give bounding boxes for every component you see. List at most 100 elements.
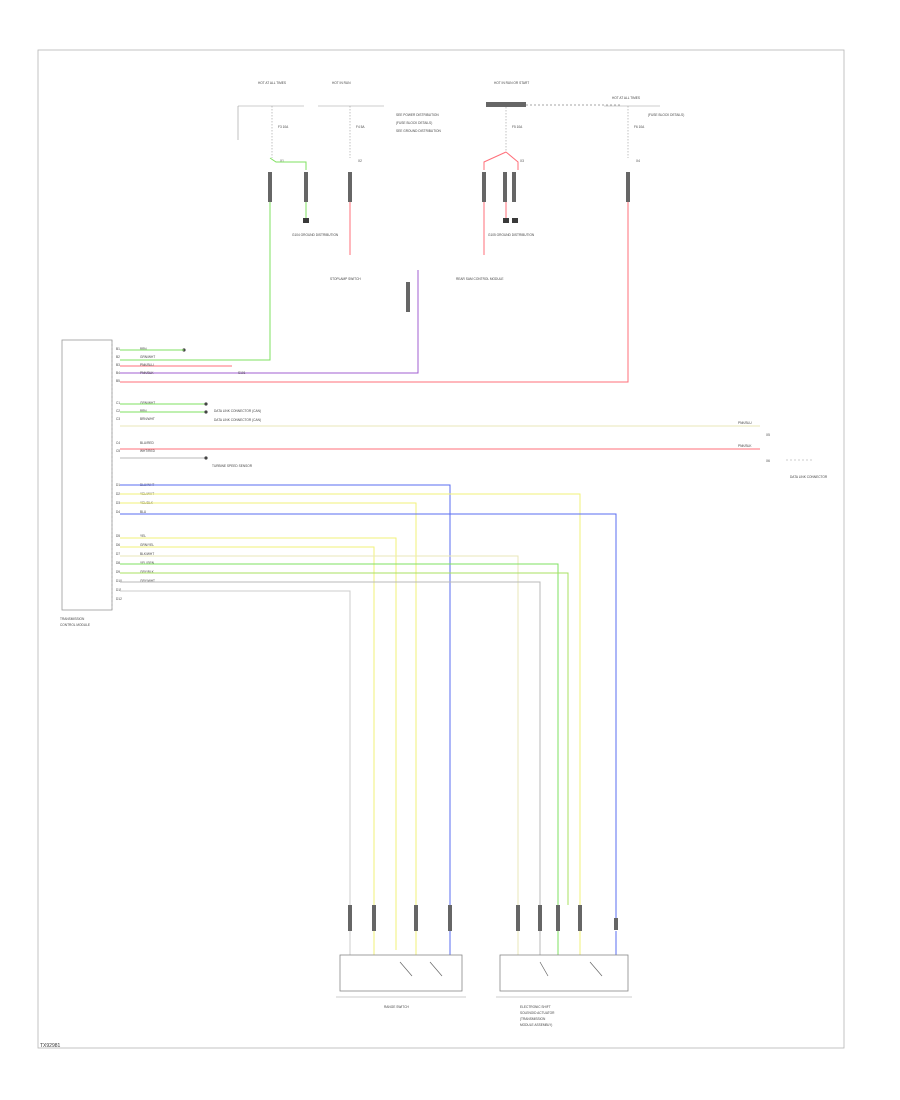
pin-label: D3 (116, 501, 120, 505)
fuse-3-rating: F5 10A (512, 125, 523, 129)
brake-switch-label: STOPLAMP SWITCH (330, 277, 361, 281)
actuator-label-2: SOLENOID ACTUATOR (520, 1011, 555, 1015)
right-connector-label: DATA LINK CONNECTOR (790, 475, 828, 479)
right-pin-1: X5 (766, 433, 770, 437)
pin-label: B3 (116, 363, 120, 367)
wire-purple (120, 270, 419, 374)
pin-label: C5 (116, 449, 120, 453)
wire-tag: BRN/WHT (140, 417, 155, 421)
fuse-block-4-title: HOT AT ALL TIMES (612, 96, 640, 100)
top-wires (120, 202, 629, 383)
pin-label: B4 (116, 371, 120, 375)
wire-tag: GRY/BLK (140, 570, 155, 574)
wire-tag: BRN (140, 347, 147, 351)
wire-tag: BLU (140, 510, 147, 514)
wire-tag: BLK/WHT (140, 552, 154, 556)
wire-green-top (120, 202, 271, 361)
connector-label-x3: X3 (520, 159, 524, 163)
wire-tag: YEL (140, 534, 146, 538)
wire-tag: BRN (140, 409, 147, 413)
wire-green-1 (120, 563, 559, 905)
ground-right: G105 GROUND DISTRIBUTION (488, 202, 535, 237)
fuse-block-2: HOT IN RUN F4 5A (318, 81, 384, 158)
wire-green-2 (120, 572, 569, 905)
transmission-control-module: TRANSMISSION CONTROL MODULE (60, 339, 113, 627)
right-data-connector: PNK/BLU PNK/BLK X5 X6 DATA LINK CONNECTO… (738, 421, 828, 479)
pin-label: D11 (116, 588, 122, 592)
pin-label: D8 (116, 561, 120, 565)
ground-left-label: G104 GROUND DISTRIBUTION (292, 233, 339, 237)
fuse-note-3: SEE GROUND DISTRIBUTION (396, 129, 442, 133)
wire-yellow-3 (120, 537, 397, 950)
rear-sam-label: REAR SAM CONTROL MODULE (456, 277, 504, 281)
pin-label: C3 (116, 417, 120, 421)
wire-tag: YEL/GRN (140, 561, 155, 565)
wire-tag: GRN/YEL (140, 543, 154, 547)
wire-tag: PNK/BLK (140, 371, 154, 375)
fuse-note-1: SEE POWER DISTRIBUTION (396, 113, 439, 117)
range-switch-label: RANGE SWITCH (384, 1005, 409, 1009)
splice-label: S101 (238, 371, 246, 375)
c-connector-wires (120, 348, 760, 460)
switch-feed-wires (349, 931, 617, 955)
fuse-block-3: HOT IN RUN OR START F5 10A (486, 81, 620, 152)
module-label-line1: TRANSMISSION (60, 617, 85, 621)
pin-label: C2 (116, 409, 120, 413)
fuse-2-rating: F4 5A (356, 125, 365, 129)
red-branch-2 (505, 151, 519, 170)
fuse-4-note: (FUSE BLOCK DETAILS) (648, 113, 684, 117)
wire-yellow-2 (120, 502, 417, 905)
pin-label: D7 (116, 552, 120, 556)
fuse-block-4: HOT AT ALL TIMES F6 10A (FUSE BLOCK DETA… (604, 96, 684, 158)
connector-markers: X1 X2 X3 X4 (280, 159, 640, 163)
pin-label: D10 (116, 579, 122, 583)
pin-label: C4 (116, 441, 120, 445)
page-frame (37, 49, 845, 1049)
wire-tag: GRN/WHT (140, 401, 155, 405)
actuator-label-4: MODULE ASSEMBLY) (520, 1023, 552, 1027)
fuse-notes: SEE POWER DISTRIBUTION (FUSE BLOCK DETAI… (396, 113, 442, 133)
wire-tag: WHT/RED (140, 449, 156, 453)
shift-actuator: ELECTRONIC SHIFT SOLENOID ACTUATOR (TRAN… (496, 954, 632, 1027)
wire-tag: GRY/WHT (140, 579, 155, 583)
pin-label: C1 (116, 401, 120, 405)
ground-left: G104 GROUND DISTRIBUTION (292, 202, 339, 237)
wire-gray-2 (120, 590, 351, 905)
pin-label: B5 (116, 379, 120, 383)
module-label-line2: CONTROL MODULE (60, 623, 90, 627)
can-note-2: DATA LINK CONNECTOR (CAN) (214, 418, 261, 422)
green-branch (269, 157, 307, 170)
pin-label: B2 (116, 355, 120, 359)
fuse-block-2-title: HOT IN RUN (332, 81, 351, 85)
wire-yellow-4 (120, 546, 375, 905)
pin-labels: B1 B2 B3 B4 B5 C1 C2 C3 C4 C5 D1 D2 D3 D… (116, 347, 122, 601)
wire-blue-1 (120, 484, 451, 905)
connector-label-x1: X1 (280, 159, 284, 163)
fuse-note-2: (FUSE BLOCK DETAILS) (396, 121, 432, 125)
bottom-connector-stubs (348, 905, 618, 931)
can-note-1: DATA LINK CONNECTOR (CAN) (214, 409, 261, 413)
pin-label: D12 (116, 597, 122, 601)
wire-tag: PNK/BLU (140, 363, 154, 367)
wire-yellow-1 (120, 493, 581, 905)
wire-tag: BLU/RED (140, 441, 155, 445)
fuse-4-rating: F6 10A (634, 125, 645, 129)
wire-tag: GRN/WHT (140, 355, 155, 359)
top-connector-stubs (268, 172, 630, 312)
actuator-label-1: ELECTRONIC SHIFT (520, 1005, 551, 1009)
pin-label: D1 (116, 483, 120, 487)
connector-label-x2: X2 (358, 159, 362, 163)
wire-pale-1 (120, 555, 519, 905)
speed-sensor-note: TURBINE SPEED SENSOR (212, 464, 253, 468)
red-branch (483, 151, 507, 170)
connector-label-x4: X4 (636, 159, 640, 163)
pin-label: B1 (116, 347, 120, 351)
right-pin-2: X6 (766, 459, 770, 463)
range-switch: RANGE SWITCH (336, 954, 466, 1009)
fuse-1-rating: F3 10A (278, 125, 289, 129)
pin-label: D6 (116, 543, 120, 547)
figure-id: TX92981 (40, 1043, 61, 1049)
wire-red-right (120, 202, 629, 383)
fuse-block-1: HOT AT ALL TIMES F3 10A (237, 81, 304, 158)
